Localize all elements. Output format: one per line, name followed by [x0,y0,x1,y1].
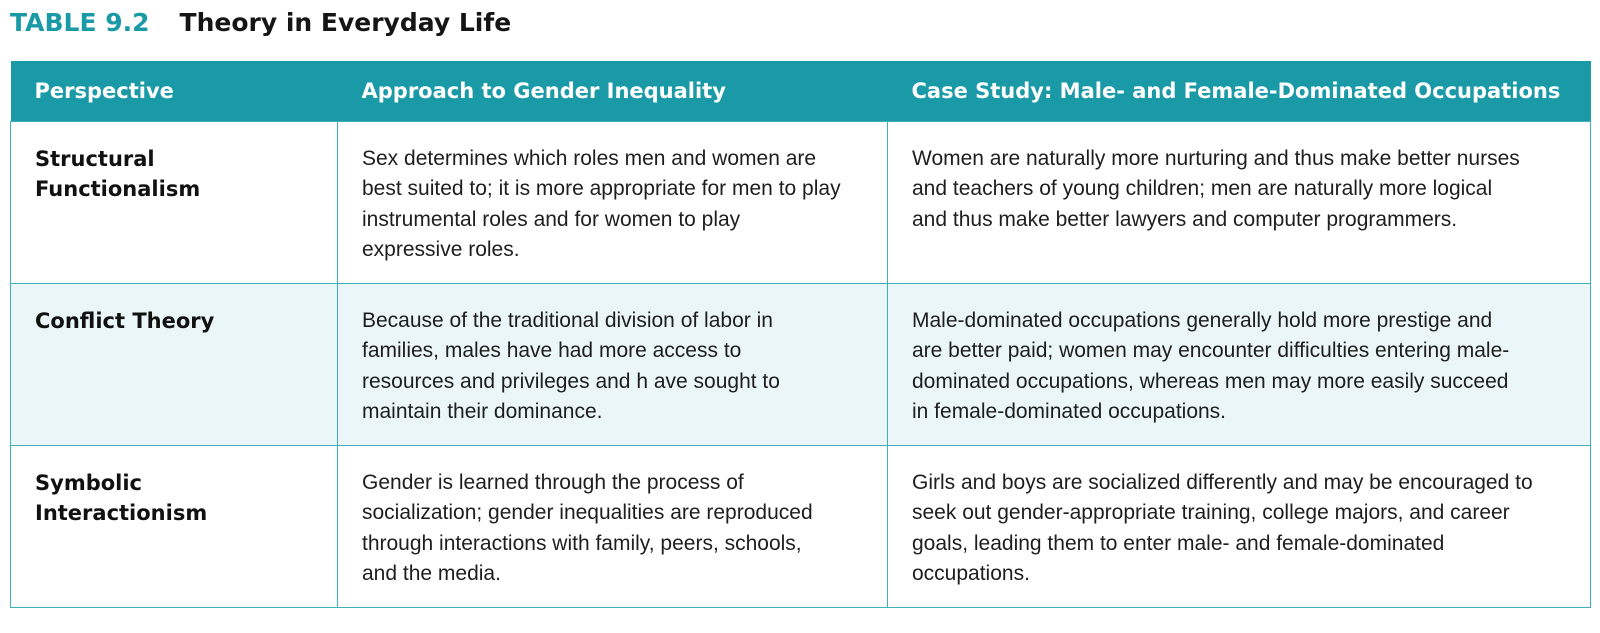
table-row: Conflict Theory Because of the tradition… [10,282,1591,446]
case-study-text: Male-dominated occupations generally hol… [912,308,1510,424]
perspective-label: Structural Functionalism [35,146,201,202]
column-header-approach: Approach to Gender Inequality [361,78,726,103]
table-row: Symbolic Interactionism Gender is learne… [10,444,1591,608]
perspective-label: Symbolic Interactionism [35,470,208,526]
perspective-label: Conflict Theory [35,308,215,333]
table-row: Structural Functionalism Sex determines … [10,120,1591,284]
table-body: Structural Functionalism Sex determines … [10,120,1591,608]
approach-cell: Gender is learned through the process of… [337,444,888,608]
perspective-cell: Structural Functionalism [10,120,338,284]
case-study-cell: Women are naturally more nurturing and t… [887,120,1591,284]
case-study-text: Girls and boys are socialized differentl… [912,470,1533,586]
perspective-cell: Symbolic Interactionism [10,444,338,608]
table-number: TABLE 9.2 [10,7,150,37]
theory-table: Perspective Approach to Gender Inequalit… [10,61,1591,608]
approach-cell: Sex determines which roles men and women… [337,120,888,284]
approach-text: Because of the traditional division of l… [362,308,780,424]
approach-text: Gender is learned through the process of… [362,470,813,586]
case-study-text: Women are naturally more nurturing and t… [912,146,1520,231]
column-header-perspective: Perspective [34,78,174,103]
table-caption: TABLE 9.2 Theory in Everyday Life [10,4,511,40]
column-header-case-study: Case Study: Male- and Female-Dominated O… [911,78,1561,103]
table-title: Theory in Everyday Life [179,7,512,37]
table-header: Perspective Approach to Gender Inequalit… [10,61,1591,121]
theory-table-container: Perspective Approach to Gender Inequalit… [10,61,1591,608]
case-study-cell: Girls and boys are socialized differentl… [887,444,1591,608]
approach-cell: Because of the traditional division of l… [337,282,888,446]
header-row: Perspective Approach to Gender Inequalit… [10,61,1591,121]
perspective-cell: Conflict Theory [10,282,338,446]
approach-text: Sex determines which roles men and women… [362,146,841,262]
case-study-cell: Male-dominated occupations generally hol… [887,282,1591,446]
